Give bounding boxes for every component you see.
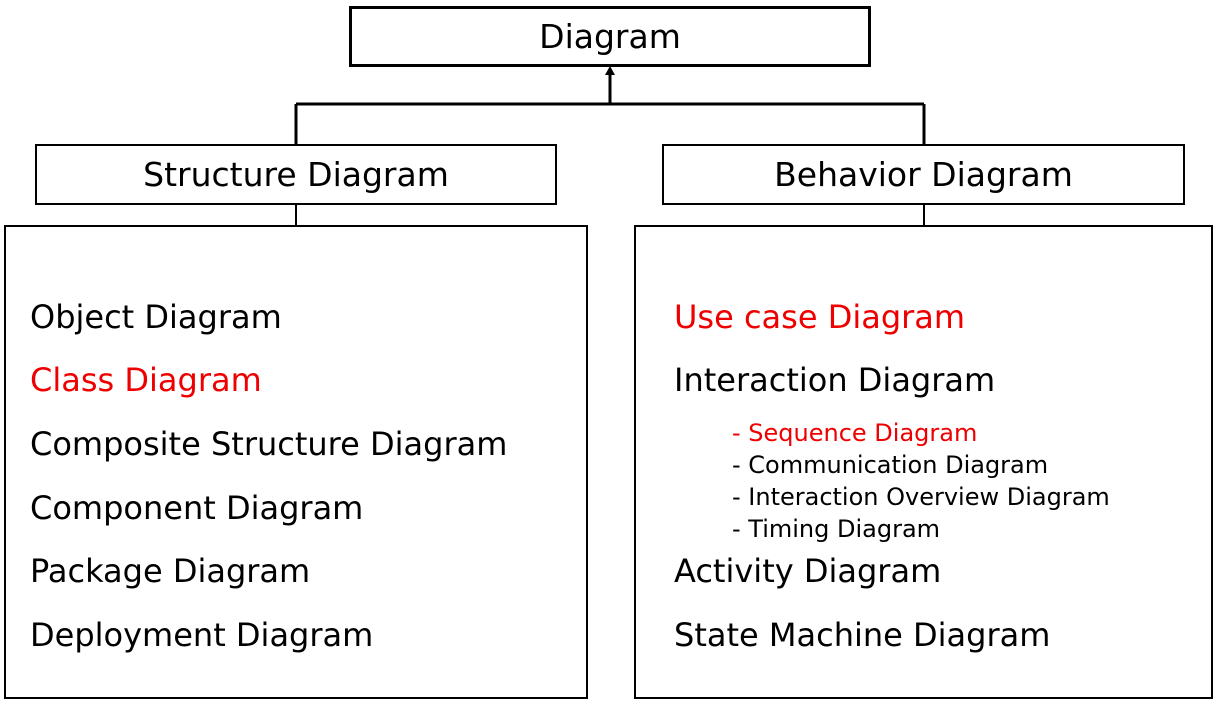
interaction-subitem-communication: - Communication Diagram xyxy=(732,451,1049,479)
behavior-diagram-label: Behavior Diagram xyxy=(774,155,1073,194)
structure-item-composite-structure: Composite Structure Diagram xyxy=(30,425,508,463)
structure-diagram-label: Structure Diagram xyxy=(143,155,449,194)
structure-diagram-box: Structure Diagram xyxy=(35,144,557,205)
interaction-subitem-sequence: - Sequence Diagram xyxy=(732,419,978,447)
structure-item-package: Package Diagram xyxy=(30,552,311,590)
structure-item-object: Object Diagram xyxy=(30,298,282,336)
behavior-list-panel: Use case Diagram Interaction Diagram - S… xyxy=(634,225,1213,699)
interaction-subitem-interaction-overview: - Interaction Overview Diagram xyxy=(732,483,1110,511)
structure-item-deployment: Deployment Diagram xyxy=(30,616,374,654)
behavior-item-activity: Activity Diagram xyxy=(674,552,942,590)
interaction-subitem-timing: - Timing Diagram xyxy=(732,515,941,543)
behavior-item-state-machine: State Machine Diagram xyxy=(674,616,1051,654)
inheritance-arrowhead xyxy=(605,66,615,75)
behavior-diagram-box: Behavior Diagram xyxy=(662,144,1185,205)
structure-list-panel: Object Diagram Class Diagram Composite S… xyxy=(4,225,588,699)
root-diagram-label: Diagram xyxy=(539,17,681,56)
structure-item-class: Class Diagram xyxy=(30,361,262,399)
behavior-item-interaction: Interaction Diagram xyxy=(674,361,996,399)
structure-item-component: Component Diagram xyxy=(30,489,364,527)
root-diagram-box: Diagram xyxy=(349,6,871,67)
behavior-item-use-case: Use case Diagram xyxy=(674,298,966,336)
